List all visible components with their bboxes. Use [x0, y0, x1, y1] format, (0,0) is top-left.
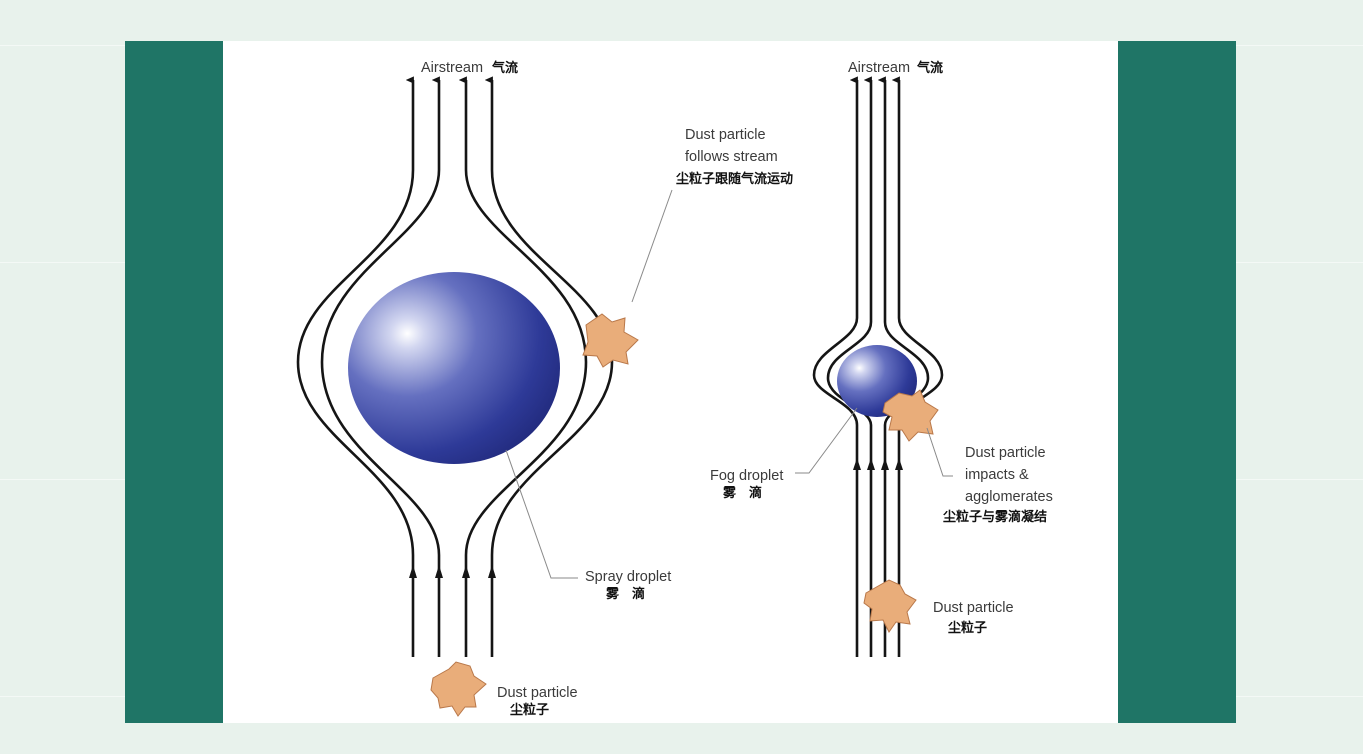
dust-impacts-label-line1: Dust particle — [965, 445, 1046, 461]
left-airstream-label: Airstream — [421, 60, 483, 76]
dust-impacts-leader — [926, 427, 953, 477]
left-stream-line-4 — [484, 76, 614, 657]
dust-impacts-label-line2: impacts & — [965, 467, 1029, 483]
fog-droplet-leader — [795, 407, 858, 474]
right-stream-arrow-icon — [867, 458, 875, 470]
right-side-band — [1118, 41, 1236, 723]
left-side-band — [125, 41, 223, 723]
left-stream-arrow-icon — [435, 565, 443, 578]
dust-follows-label-line2: follows stream — [685, 149, 778, 165]
left-dust-particle-on-stream — [582, 313, 639, 368]
right-airstream-label-zh: 气流 — [917, 60, 943, 76]
right-dust-particle-bottom — [863, 579, 917, 633]
left-dust-particle-bottom — [430, 661, 487, 717]
right-dust-particle-label-zh: 尘粒子 — [948, 620, 987, 636]
left-stream-line-1 — [296, 76, 415, 657]
right-stream-arrow-icon — [853, 458, 861, 470]
spray-droplet-sphere — [348, 272, 560, 464]
spray-droplet-label-zh: 雾 滴 — [605, 586, 645, 602]
dust-impacts-label-zh: 尘粒子与雾滴凝结 — [943, 509, 1047, 525]
left-stream-line-2 — [320, 76, 441, 657]
dust-follows-label-zh: 尘粒子跟随气流运动 — [676, 171, 793, 187]
right-stream-arrow-icon — [881, 458, 889, 470]
right-stream-arrow-icon — [895, 458, 903, 470]
fog-droplet-label-zh: 雾 滴 — [722, 485, 762, 501]
left-airstream-label-zh: 气流 — [492, 60, 518, 76]
right-dust-particle-label: Dust particle — [933, 600, 1014, 616]
left-dust-particle-label: Dust particle — [497, 685, 578, 701]
left-stream-arrow-icon — [462, 565, 470, 578]
left-airstream-lines — [296, 76, 614, 657]
fog-droplet-label: Fog droplet — [710, 468, 783, 484]
right-dust-particle-impacting — [882, 389, 939, 442]
left-dust-follows-leader — [631, 189, 673, 303]
left-stream-arrow-icon — [488, 565, 496, 578]
spray-droplet-label: Spray droplet — [585, 569, 671, 585]
left-stream-line-3 — [458, 76, 588, 657]
dust-impacts-label-line3: agglomerates — [965, 489, 1053, 505]
right-airstream-label: Airstream — [848, 60, 910, 76]
left-stream-arrow-icon — [409, 565, 417, 578]
right-stream-line-1 — [812, 76, 859, 657]
left-dust-particle-label-zh: 尘粒子 — [510, 702, 549, 718]
spray-droplet-leader — [505, 449, 578, 579]
dust-follows-label-line1: Dust particle — [685, 127, 766, 143]
